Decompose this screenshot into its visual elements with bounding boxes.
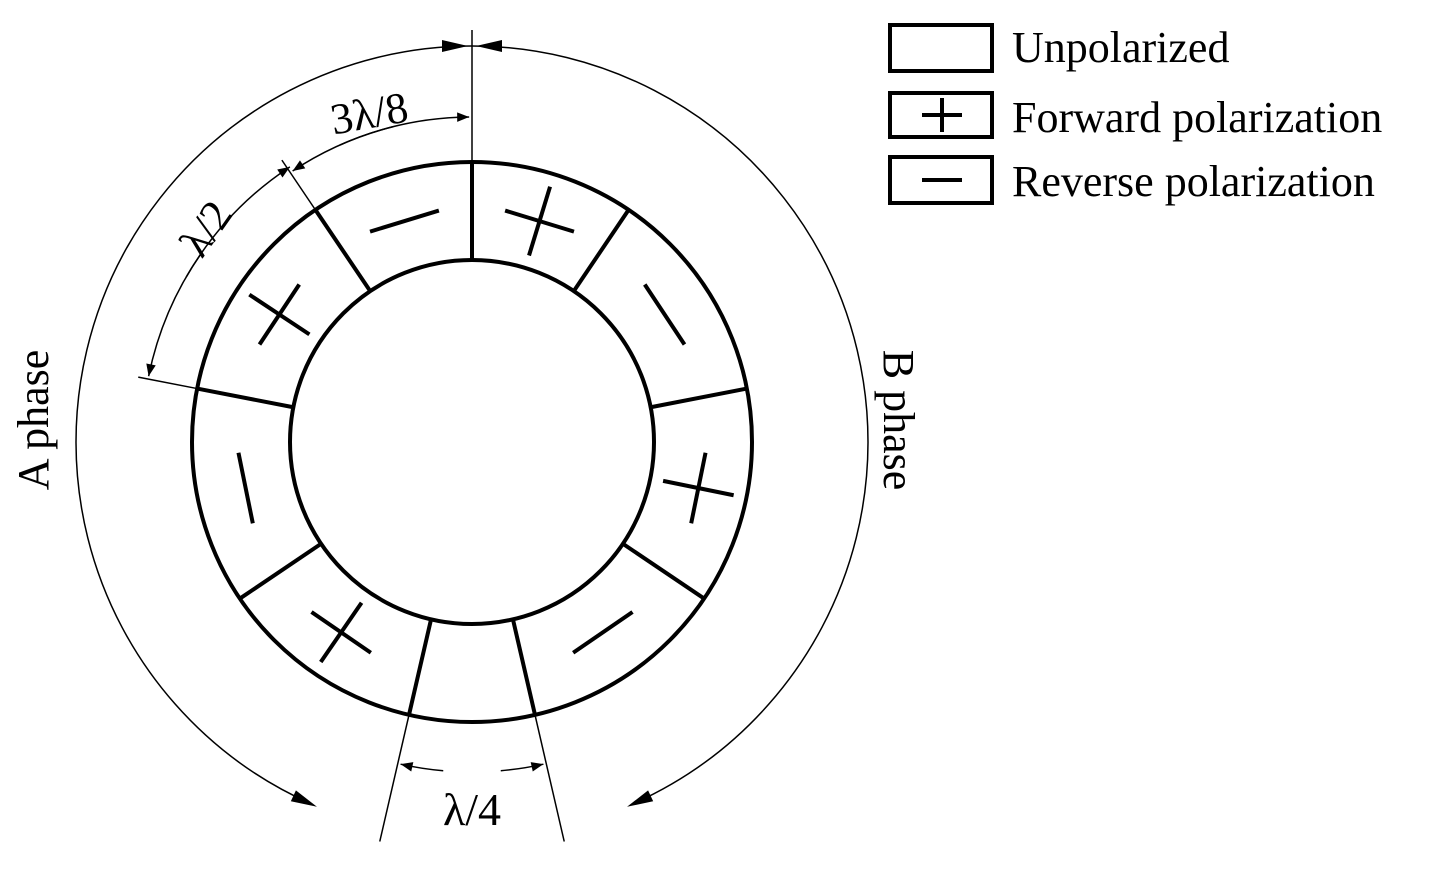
- legend-forward-swatch: [888, 91, 994, 139]
- a-phase-label: A phase: [9, 350, 58, 491]
- legend-reverse-label: Reverse polarization: [1012, 157, 1375, 206]
- minus-symbol: [236, 452, 255, 524]
- plus-symbol-stroke: [662, 478, 735, 498]
- dimension-arrows: [146, 40, 654, 807]
- arrowhead: [627, 790, 654, 807]
- segment-divider: [650, 386, 748, 410]
- legend-item-forward: Forward polarization: [888, 91, 1382, 142]
- ring: [190, 160, 754, 724]
- dim-label-lambda-half: λ/2: [170, 192, 242, 266]
- extension-line-bottom-right: [534, 714, 565, 842]
- dim-arrow-top-left: [442, 40, 468, 52]
- plus-symbol-stroke: [319, 601, 364, 664]
- dim-arrow-lambda-quarter-left: [400, 762, 444, 772]
- legend-reverse-swatch: [888, 155, 994, 205]
- legend-item-reverse: Reverse polarization: [888, 155, 1375, 206]
- segment-divider: [621, 542, 706, 601]
- dim-arrow-bottom-right: [627, 790, 654, 807]
- dim-label-lambda-quarter: λ/4: [443, 784, 501, 835]
- extension-line-bottom-left: [379, 714, 410, 842]
- dim-arrow-three-lambda-eighth-left: [292, 125, 394, 172]
- segment-divider: [196, 386, 294, 410]
- dim-arrow-top-right: [476, 40, 502, 52]
- segment-divider: [510, 618, 537, 716]
- plus-symbol-stroke: [248, 292, 311, 337]
- legend-forward-label: Forward polarization: [1012, 93, 1382, 142]
- arrowhead: [290, 790, 317, 807]
- b-phase-label: B phase: [874, 350, 923, 491]
- segment-divider: [407, 618, 434, 716]
- dim-arrow-lambda-quarter-right: [500, 762, 544, 772]
- polarity-symbols: [236, 186, 735, 664]
- segment-dividers: [196, 162, 748, 716]
- legend-item-unpolarized: Unpolarized: [888, 23, 1229, 73]
- inner-ring-circle: [288, 258, 656, 626]
- dim-label-three-lambda-eighth: 3λ/8: [327, 83, 412, 145]
- dim-arrow-lambda-half-lower: [146, 252, 203, 377]
- arrowhead: [442, 40, 468, 52]
- dim-arrow-bottom-left: [290, 790, 317, 807]
- extension-line-left: [138, 376, 198, 390]
- plus-symbol-stroke: [527, 186, 552, 257]
- minus-symbol: [369, 208, 440, 234]
- minus-symbol: [643, 283, 687, 346]
- segment-divider: [313, 208, 372, 293]
- segment-divider: [238, 542, 323, 601]
- arrowhead: [476, 40, 502, 52]
- legend: Unpolarized Forward polarization Reverse…: [888, 23, 1382, 206]
- legend-unpolarized-label: Unpolarized: [1012, 23, 1229, 72]
- segment-divider: [572, 208, 631, 293]
- minus-symbol: [572, 610, 634, 655]
- legend-unpolarized-swatch: [888, 23, 994, 73]
